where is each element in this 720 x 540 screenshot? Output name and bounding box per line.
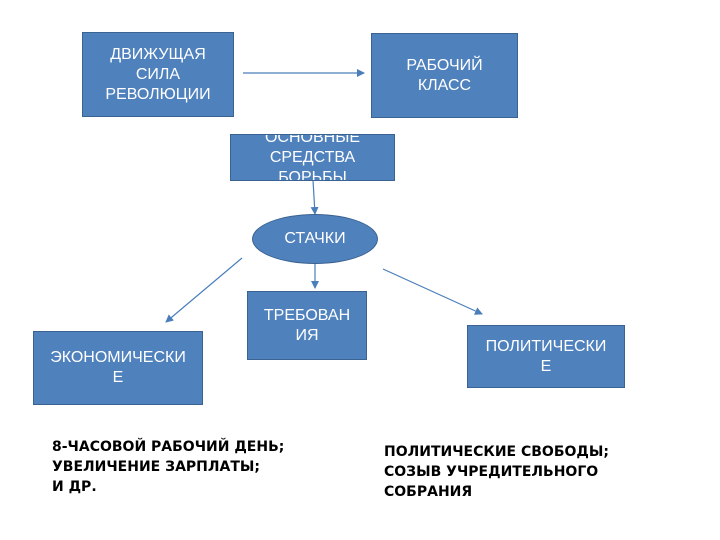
arrow-strikes-to-political [382, 268, 483, 315]
node-driving-force-label: ДВИЖУЩАЯ СИЛА РЕВОЛЮЦИИ [105, 45, 211, 103]
node-demands-label: ТРЕБОВАН ИЯ [263, 306, 351, 344]
node-working-class-label: РАБОЧИЙ КЛАСС [406, 56, 483, 94]
arrow-means-to-strikes [310, 179, 319, 215]
node-demands: ТРЕБОВАН ИЯ [247, 291, 367, 360]
node-economic: ЭКОНОМИЧЕСКИ Е [33, 331, 203, 405]
arrow-strikes-to-economic [165, 257, 243, 323]
political-demands-list: ПОЛИТИЧЕСКИЕ СВОБОДЫ; СОЗЫВ УЧРЕДИТЕЛЬНО… [384, 444, 609, 500]
node-political-label: ПОЛИТИЧЕСКИ Е [485, 337, 607, 375]
node-main-means-label: ОСНОВНЫЕ СРЕДСТВА БОРЬБЫ [264, 134, 361, 181]
node-strikes: СТАЧКИ [252, 214, 378, 264]
economic-demands-list: 8-ЧАСОВОЙ РАБОЧИЙ ДЕНЬ; УВЕЛИЧЕНИЕ ЗАРПЛ… [52, 439, 285, 495]
node-economic-label: ЭКОНОМИЧЕСКИ Е [50, 349, 186, 386]
node-political: ПОЛИТИЧЕСКИ Е [467, 325, 625, 388]
node-driving-force: ДВИЖУЩАЯ СИЛА РЕВОЛЮЦИИ [82, 32, 234, 117]
node-working-class: РАБОЧИЙ КЛАСС [371, 33, 518, 118]
node-strikes-label: СТАЧКИ [284, 230, 346, 247]
node-main-means: ОСНОВНЫЕ СРЕДСТВА БОРЬБЫ [230, 134, 395, 181]
